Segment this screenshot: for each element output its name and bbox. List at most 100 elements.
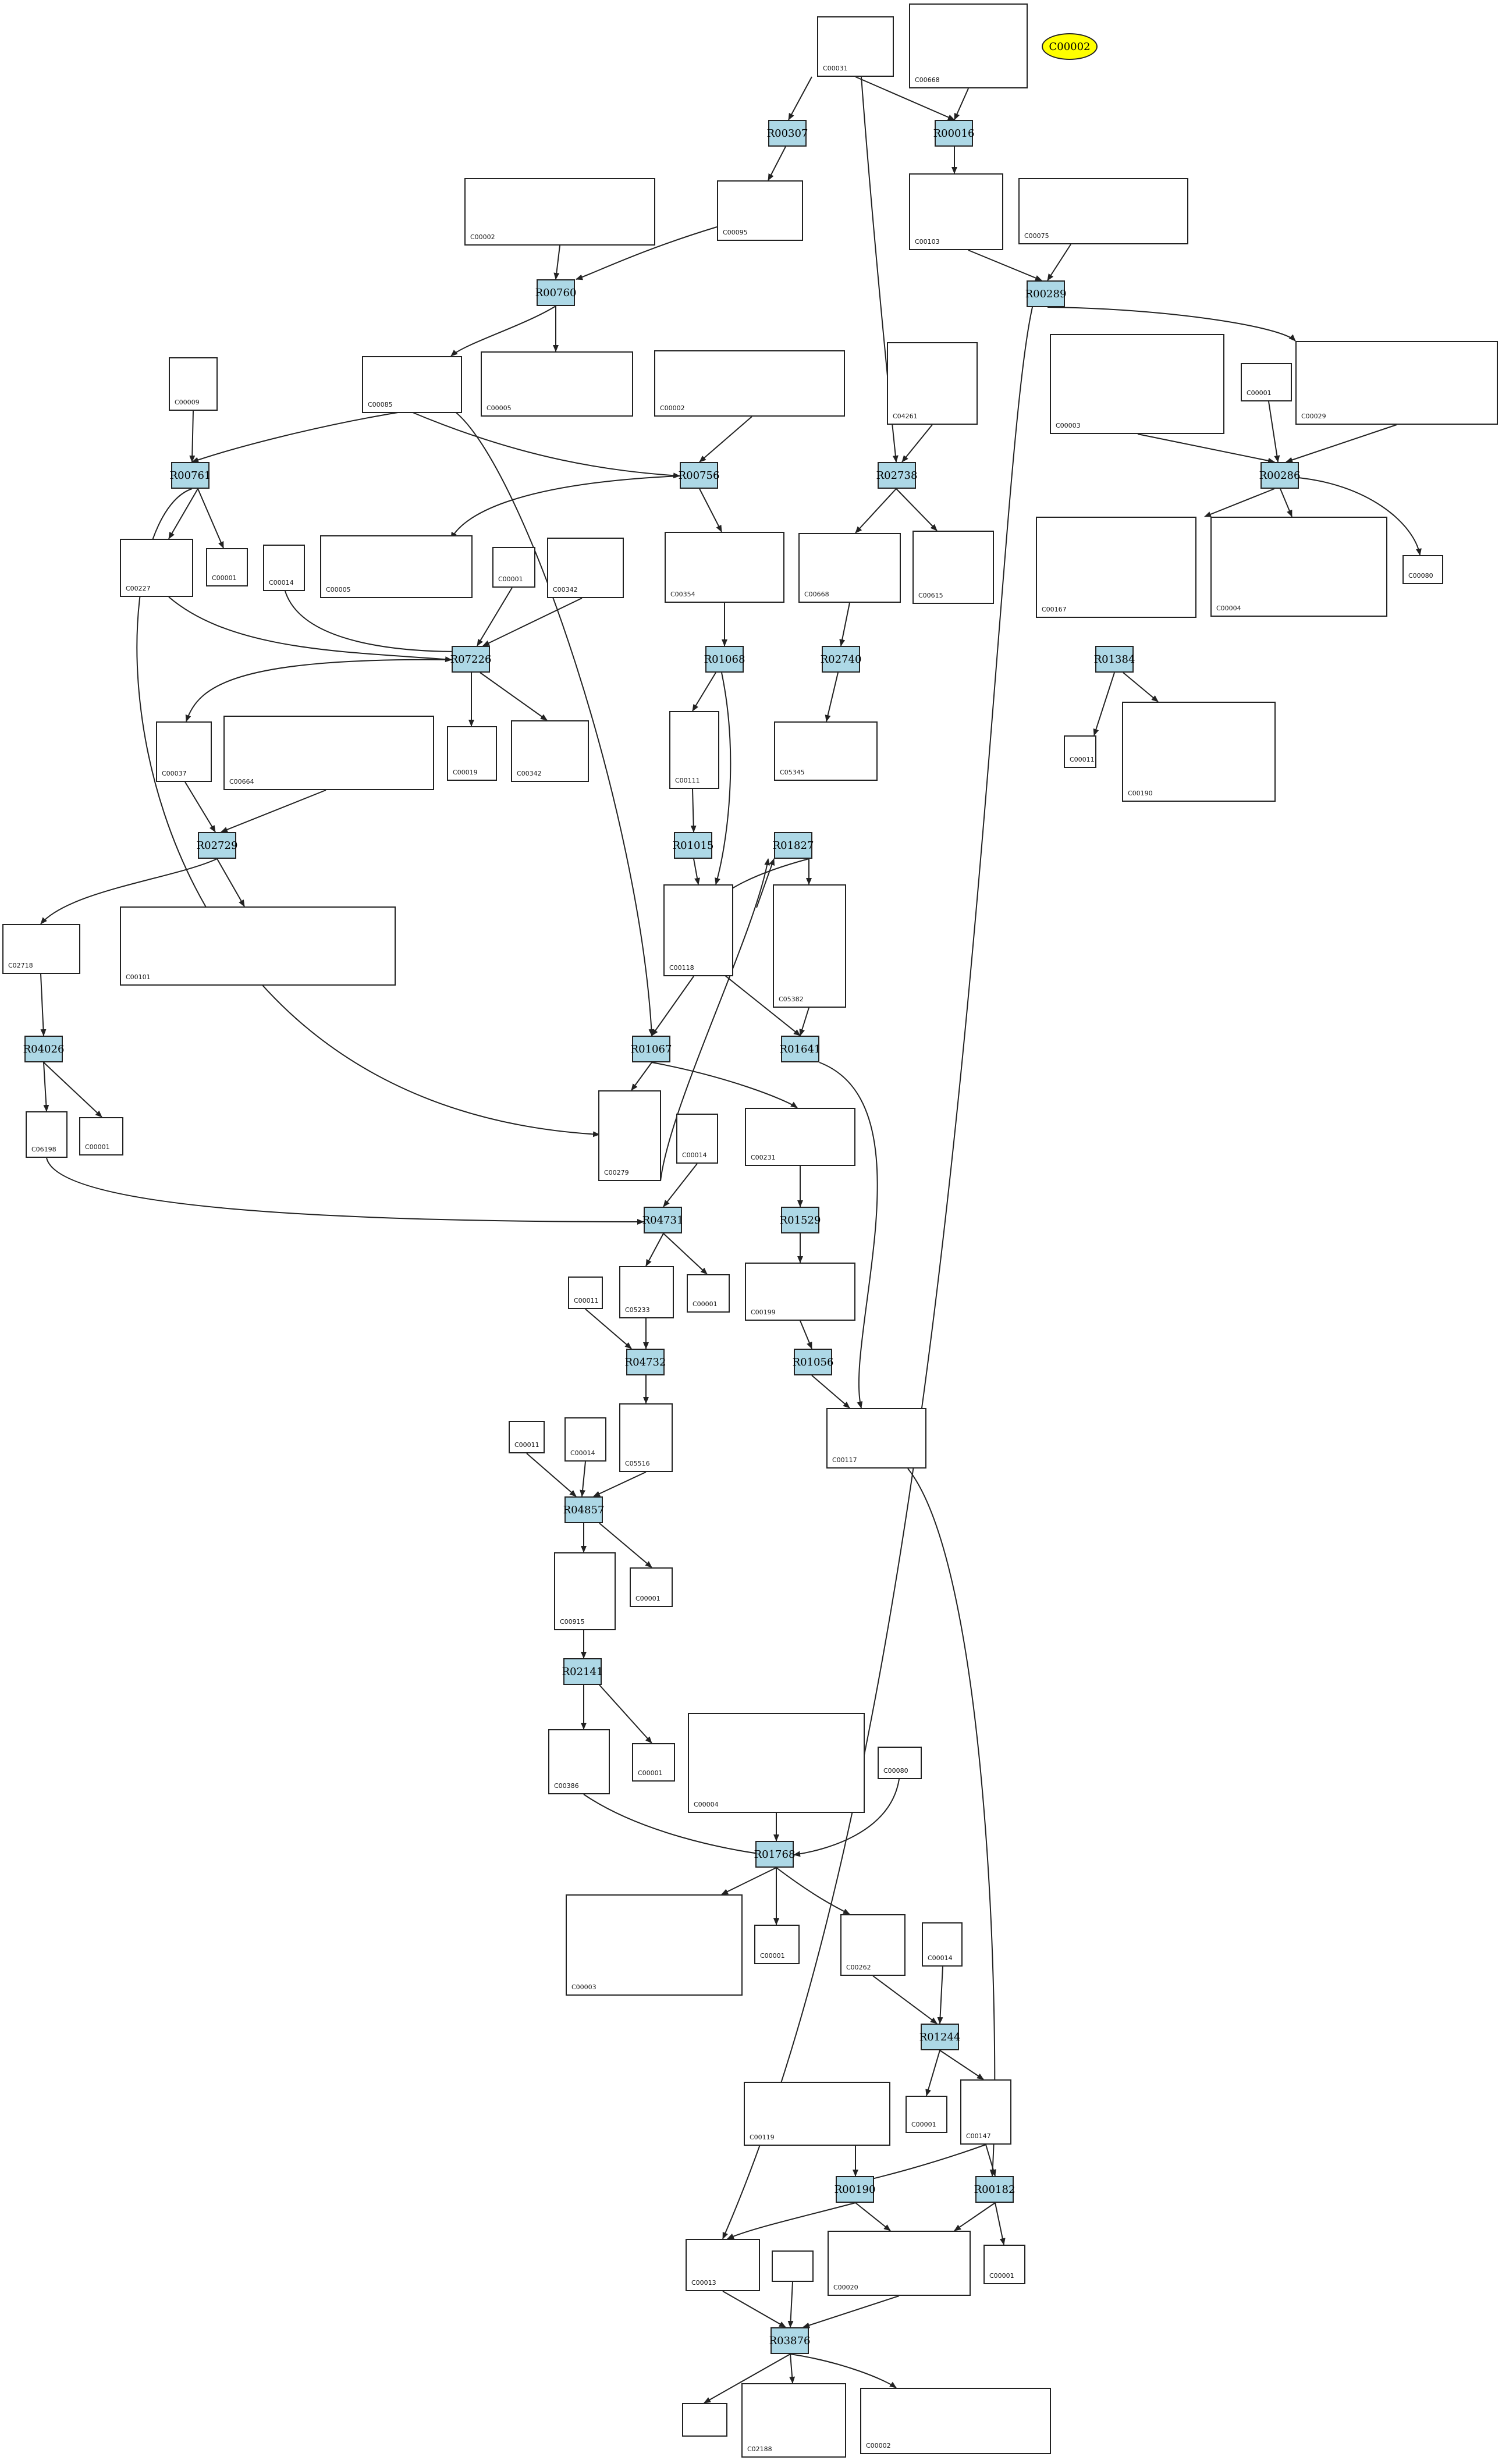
compound-c00095[interactable]: C00095 — [717, 180, 803, 241]
compound-c00001-c[interactable]: C00001 — [79, 1117, 123, 1155]
compound-c00031[interactable]: C00031 — [817, 16, 894, 77]
compound-c00011-c[interactable]: C00011 — [509, 1421, 545, 1453]
reaction-r07226[interactable]: R07226 — [450, 646, 491, 673]
reaction-r00761[interactable]: R00761 — [170, 462, 211, 489]
reaction-r00286[interactable]: R00286 — [1259, 462, 1300, 489]
compound-c00342-2[interactable]: C00342 — [511, 720, 589, 782]
compound-c02718[interactable]: C02718 — [2, 924, 80, 974]
compound-c00118[interactable]: C00118 — [663, 884, 733, 976]
compound-c00190[interactable]: C00190 — [1122, 702, 1276, 802]
compound-unlabeled-top[interactable] — [772, 2250, 814, 2282]
compound-c00001-i[interactable]: C00001 — [983, 2245, 1025, 2284]
compound-c00005-2[interactable]: C00005 — [320, 535, 473, 598]
reaction-r04731[interactable]: R04731 — [642, 1207, 683, 1233]
compound-c00668[interactable]: C00668 — [909, 3, 1028, 88]
compound-c00668-2[interactable]: C00668 — [798, 533, 901, 603]
reaction-r01529[interactable]: R01529 — [780, 1207, 821, 1233]
reaction-r01015[interactable]: R01015 — [673, 832, 713, 859]
reaction-r01768[interactable]: R01768 — [754, 1841, 795, 1868]
reaction-r01068[interactable]: R01068 — [704, 646, 745, 673]
compound-c05233[interactable]: C05233 — [619, 1266, 674, 1318]
compound-c00001-f[interactable]: C00001 — [632, 1743, 675, 1782]
compound-c00013[interactable]: C00013 — [686, 2239, 760, 2291]
reaction-r02738[interactable]: R02738 — [876, 462, 917, 489]
compound-c00004-2[interactable]: C00004 — [688, 1713, 865, 1813]
compound-c00227[interactable]: C00227 — [120, 539, 193, 597]
compound-c00386[interactable]: C00386 — [548, 1729, 610, 1794]
reaction-r01067[interactable]: R01067 — [631, 1036, 672, 1062]
compound-c00001-g[interactable]: C00001 — [754, 1925, 800, 1964]
compound-c00111[interactable]: C00111 — [669, 711, 719, 789]
compound-c00080-top[interactable]: C00080 — [1402, 555, 1443, 584]
reaction-r00307[interactable]: R00307 — [767, 120, 808, 147]
compound-c00664[interactable]: C00664 — [223, 716, 434, 790]
compound-c00005[interactable]: C00005 — [481, 351, 633, 417]
compound-c00009[interactable]: C00009 — [169, 357, 218, 411]
compound-c00001-e[interactable]: C00001 — [630, 1567, 673, 1607]
compound-c00014-d[interactable]: C00014 — [922, 1922, 963, 1967]
reaction-r01244[interactable]: R01244 — [919, 2024, 960, 2050]
compound-c00354[interactable]: C00354 — [665, 532, 784, 603]
compound-c05516[interactable]: C05516 — [619, 1403, 673, 1472]
reaction-r02729[interactable]: R02729 — [197, 832, 237, 859]
compound-c00014-b[interactable]: C00014 — [676, 1114, 718, 1164]
reaction-r00190[interactable]: R00190 — [835, 2176, 875, 2203]
compound-c00615[interactable]: C00615 — [912, 531, 994, 604]
compound-c00167[interactable]: C00167 — [1036, 517, 1196, 618]
compound-c00119[interactable]: C00119 — [744, 2082, 890, 2146]
reaction-r04857[interactable]: R04857 — [563, 1496, 604, 1523]
compound-c00101[interactable]: C00101 — [120, 906, 396, 986]
reaction-r01827[interactable]: R01827 — [773, 832, 814, 859]
compound-c05345[interactable]: C05345 — [774, 721, 878, 781]
compound-c00075[interactable]: C00075 — [1018, 178, 1188, 244]
compound-unlabeled-bottom[interactable] — [682, 2403, 727, 2437]
compound-c00014-c[interactable]: C00014 — [564, 1417, 606, 1462]
compound-c00011-a[interactable]: C00011 — [1064, 735, 1096, 768]
compound-c00262[interactable]: C00262 — [840, 1914, 906, 1976]
reaction-r03876[interactable]: R03876 — [769, 2327, 810, 2354]
compound-c02188[interactable]: C02188 — [741, 2383, 846, 2458]
compound-c00117[interactable]: C00117 — [826, 1408, 926, 1469]
reaction-r01056[interactable]: R01056 — [793, 1349, 833, 1375]
compound-c00002-top[interactable]: C00002 — [464, 178, 655, 246]
compound-c00019[interactable]: C00019 — [447, 726, 497, 781]
compound-c00037[interactable]: C00037 — [156, 721, 212, 782]
compound-c00004[interactable]: C00004 — [1210, 517, 1387, 617]
reaction-r00016[interactable]: R00016 — [933, 120, 974, 147]
reaction-r01641[interactable]: R01641 — [780, 1036, 821, 1062]
compound-c05382[interactable]: C05382 — [773, 884, 846, 1008]
reaction-r02740[interactable]: R02740 — [821, 646, 861, 673]
compound-c00001-d[interactable]: C00001 — [687, 1274, 730, 1313]
reaction-r02141[interactable]: R02141 — [562, 1658, 603, 1685]
compound-c04261[interactable]: C04261 — [887, 342, 978, 425]
compound-c00014-a[interactable]: C00014 — [263, 545, 305, 591]
compound-c06198[interactable]: C06198 — [26, 1111, 68, 1158]
compound-c00003-2[interactable]: C00003 — [566, 1894, 743, 1996]
compound-c00020[interactable]: C00020 — [828, 2231, 971, 2296]
compound-c00002-bottom[interactable]: C00002 — [860, 2388, 1051, 2454]
compound-c00002-2[interactable]: C00002 — [654, 350, 845, 417]
compound-c00003-top[interactable]: C00003 — [1050, 334, 1224, 434]
compound-c00147[interactable]: C00147 — [960, 2079, 1011, 2145]
highlighted-compound-badge[interactable]: C00002 — [1042, 33, 1098, 60]
compound-c00231[interactable]: C00231 — [745, 1108, 855, 1166]
compound-c00103[interactable]: C00103 — [909, 173, 1003, 250]
compound-c00279[interactable]: C00279 — [598, 1090, 661, 1181]
compound-c00001-top[interactable]: C00001 — [1241, 363, 1292, 401]
reaction-r00760[interactable]: R00760 — [535, 279, 576, 306]
compound-c00915[interactable]: C00915 — [554, 1552, 616, 1630]
compound-c00001-a[interactable]: C00001 — [206, 548, 248, 586]
compound-c00085[interactable]: C00085 — [362, 356, 462, 413]
compound-c00080-2[interactable]: C00080 — [878, 1747, 922, 1779]
reaction-r01384[interactable]: R01384 — [1094, 646, 1135, 673]
compound-c00342[interactable]: C00342 — [547, 538, 624, 598]
compound-c00029[interactable]: C00029 — [1295, 341, 1498, 425]
reaction-r00756[interactable]: R00756 — [679, 462, 719, 489]
reaction-r00182[interactable]: R00182 — [974, 2176, 1015, 2203]
compound-c00199[interactable]: C00199 — [745, 1263, 855, 1321]
compound-c00011-b[interactable]: C00011 — [568, 1277, 603, 1309]
compound-c00001-b[interactable]: C00001 — [492, 547, 535, 588]
reaction-r04732[interactable]: R04732 — [625, 1349, 666, 1375]
reaction-r00289[interactable]: R00289 — [1025, 280, 1066, 307]
compound-c00001-h[interactable]: C00001 — [906, 2096, 947, 2133]
